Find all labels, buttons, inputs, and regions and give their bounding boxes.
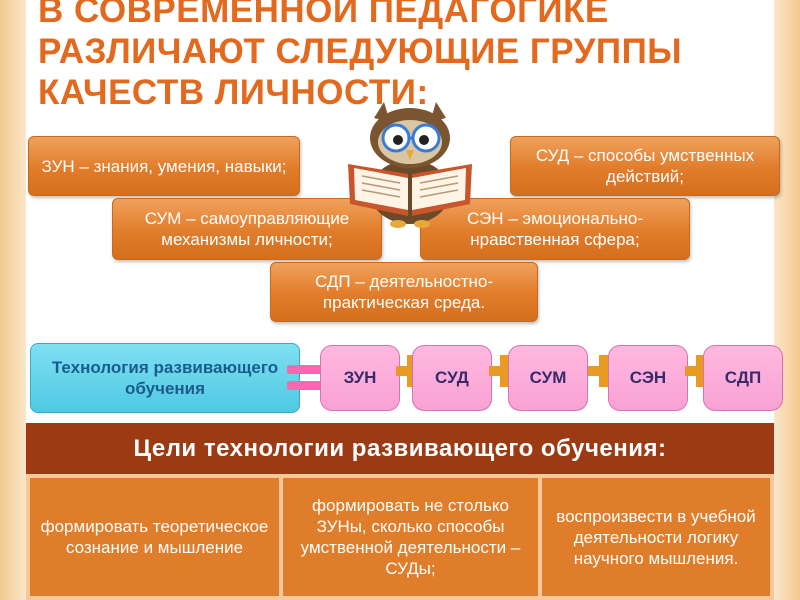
term-pill-sen: СЭН bbox=[608, 345, 688, 411]
left-decor-stripe bbox=[0, 0, 26, 600]
term-pill-sum: СУМ bbox=[508, 345, 588, 411]
quality-zun-text: ЗУН – знания, умения, навыки; bbox=[41, 156, 287, 176]
technology-label: Технология развивающего обучения bbox=[51, 358, 279, 398]
quality-sdp-text: СДП – деятельностно-практическая среда. bbox=[314, 272, 493, 312]
right-decor-stripe bbox=[774, 0, 800, 600]
quality-sum-text: СУМ – самоуправляющие механизмы личности… bbox=[144, 209, 350, 249]
goals-header: Цели технологии развивающего обучения: bbox=[26, 423, 774, 474]
term-pill-sdp: СДП bbox=[703, 345, 783, 411]
goal-cell-1: формировать теоретическое сознание и мыш… bbox=[30, 478, 279, 596]
term-pill-sud: СУД bbox=[412, 345, 492, 411]
goal-text-3: воспроизвести в учебной деятельности лог… bbox=[556, 506, 756, 568]
quality-sud-box: СУД – способы умственных действий; bbox=[510, 136, 780, 196]
technology-box: Технология развивающего обучения bbox=[30, 343, 300, 413]
plus-sign bbox=[588, 355, 620, 387]
quality-sen-box: СЭН – эмоционально-нравственная сфера; bbox=[420, 198, 690, 260]
term-sen-text: СЭН bbox=[629, 368, 667, 387]
term-zun-text: ЗУН bbox=[343, 368, 377, 387]
quality-sen-text: СЭН – эмоционально-нравственная сфера; bbox=[466, 209, 644, 249]
quality-zun-box: ЗУН – знания, умения, навыки; bbox=[28, 136, 300, 196]
goal-cell-3: воспроизвести в учебной деятельности лог… bbox=[542, 478, 770, 596]
goal-text-1: формировать теоретическое сознание и мыш… bbox=[40, 517, 269, 557]
slide-title: В современной педагогике различают следу… bbox=[38, 0, 683, 112]
goal-cell-2: формировать не столько ЗУНы, сколько спо… bbox=[283, 478, 538, 596]
term-sdp-text: СДП bbox=[724, 368, 762, 387]
term-sum-text: СУМ bbox=[529, 368, 567, 387]
plus-sign bbox=[685, 355, 717, 387]
goals-header-text: Цели технологии развивающего обучения: bbox=[133, 434, 667, 462]
goals-row: формировать теоретическое сознание и мыш… bbox=[26, 474, 774, 600]
goal-text-2: формировать не столько ЗУНы, сколько спо… bbox=[300, 496, 521, 578]
term-sud-text: СУД bbox=[435, 368, 469, 387]
quality-sud-text: СУД – способы умственных действий; bbox=[535, 146, 755, 186]
term-pill-zun: ЗУН bbox=[320, 345, 400, 411]
equals-sign bbox=[287, 363, 323, 393]
quality-sdp-box: СДП – деятельностно-практическая среда. bbox=[270, 262, 538, 322]
quality-sum-box: СУМ – самоуправляющие механизмы личности… bbox=[112, 198, 382, 260]
owl-reading-book-icon bbox=[348, 102, 472, 228]
plus-sign bbox=[489, 355, 521, 387]
